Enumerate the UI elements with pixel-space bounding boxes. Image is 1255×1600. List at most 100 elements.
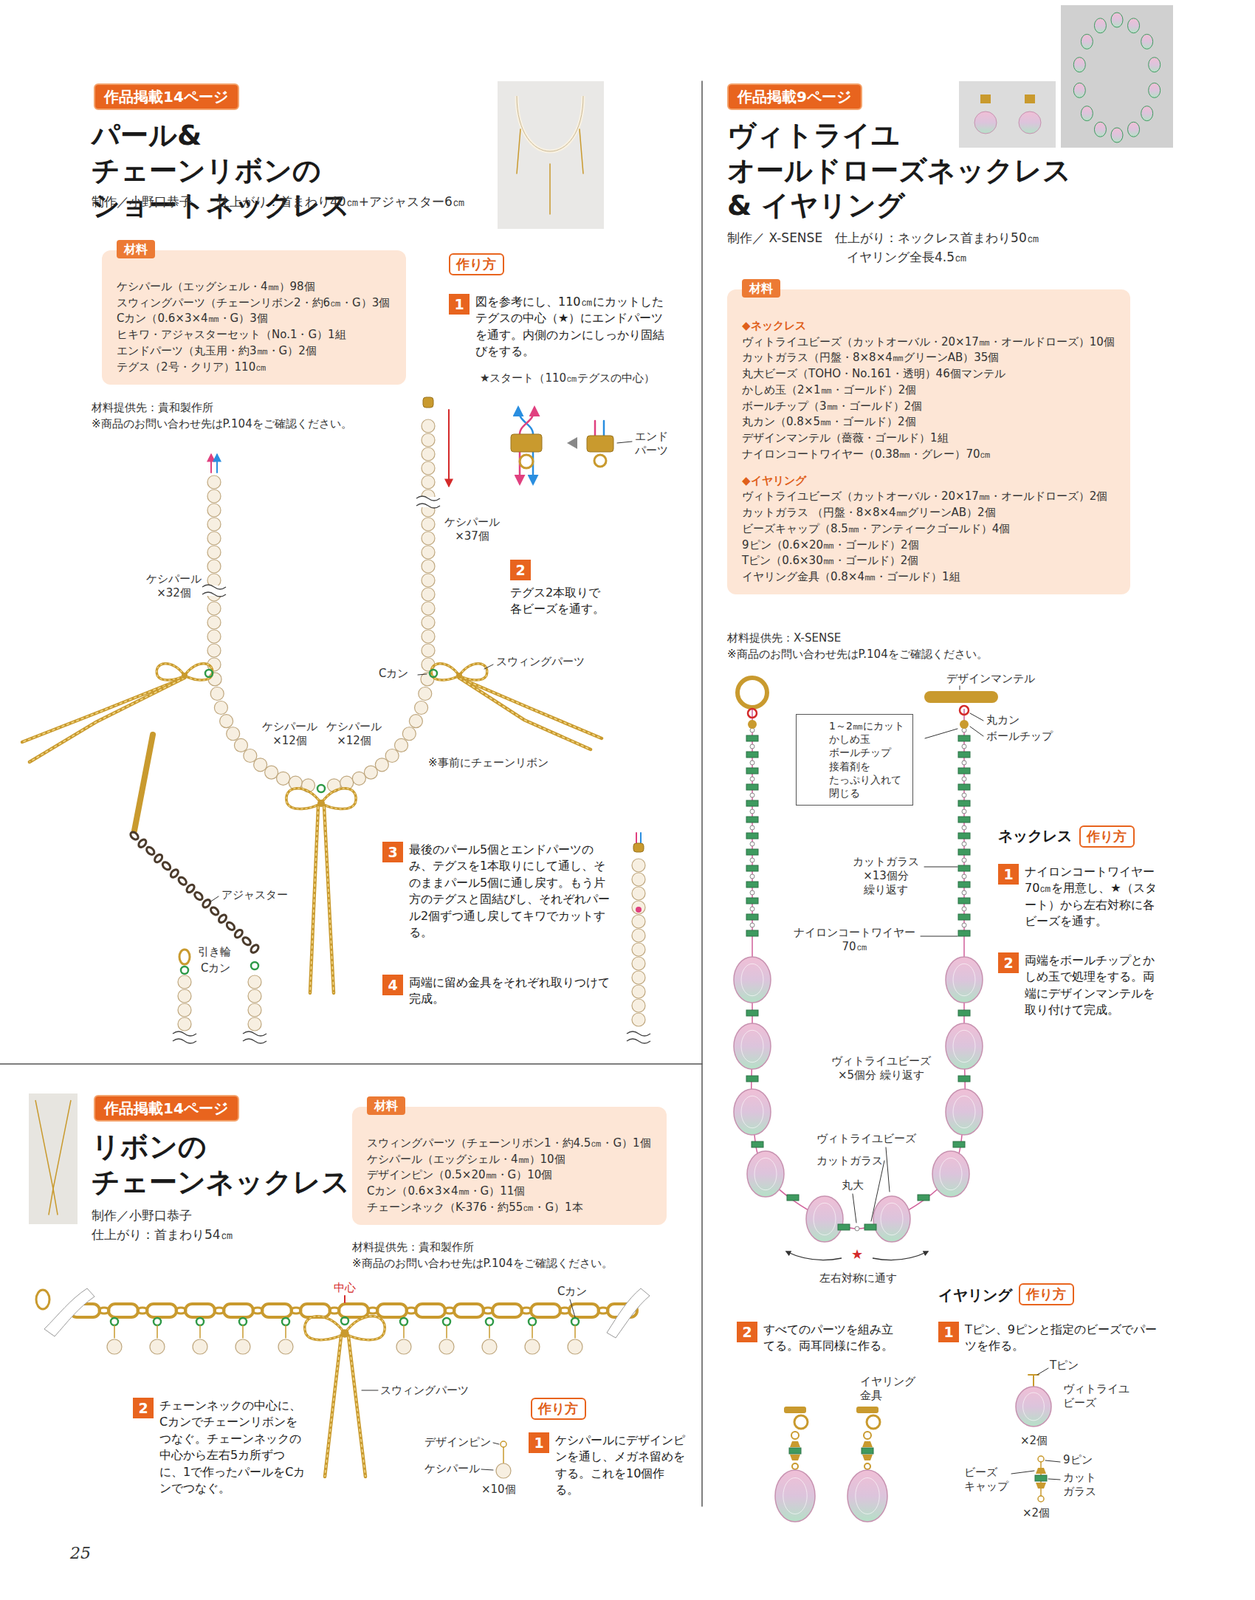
break-mark xyxy=(172,1038,197,1044)
adjuster-link xyxy=(193,891,204,902)
bead-facet xyxy=(953,1029,976,1062)
label: イヤリング xyxy=(938,1286,1013,1305)
pearl xyxy=(418,686,432,700)
seed-bead xyxy=(750,906,755,911)
thread xyxy=(594,420,597,436)
pearl xyxy=(482,1339,497,1354)
center-mark xyxy=(344,1295,346,1303)
step: 2すべてのパーツを組み立てる。両耳同様に作る。 xyxy=(736,1321,899,1355)
step-text: 両端をボールチップとかしめ玉で処理をする。両端にデザインマンテルを取り付けて完成… xyxy=(1024,952,1165,1019)
label: ★スタート（110㎝テグスの中心） xyxy=(479,371,655,386)
pearl xyxy=(207,629,221,644)
cut-glass xyxy=(746,816,759,823)
seed-bead xyxy=(961,744,967,749)
thread xyxy=(603,420,606,436)
materials-box: 材料スウィングパーツ（チェーンリボン1・約4.5㎝・G）1個ケシパール（エッグシ… xyxy=(352,1106,667,1225)
design-mantel xyxy=(924,690,999,703)
pearl xyxy=(421,419,435,433)
material-item: エンドパーツ（丸玉用・約3㎜・G）2個 xyxy=(116,343,392,360)
label: 中心 xyxy=(333,1280,356,1295)
seed-bead xyxy=(961,792,967,798)
pearl xyxy=(631,858,646,872)
material-item: ヒキワ・アジャスターセット（No.1・G）1組 xyxy=(116,327,392,344)
detail-text: かしめ玉 xyxy=(829,732,906,746)
break-gap xyxy=(173,1032,196,1043)
pearl xyxy=(278,1339,294,1354)
pearl xyxy=(207,601,221,615)
seed-bead xyxy=(961,857,967,863)
pearl xyxy=(234,738,248,752)
thread xyxy=(640,832,642,844)
ribbon-knot xyxy=(317,799,325,807)
label: ケシパール ×12個 xyxy=(262,719,318,748)
detail-text: 接着剤を たっぷり入れて 閉じる xyxy=(829,759,902,801)
jump-ring xyxy=(791,1431,799,1439)
cut-glass xyxy=(746,751,759,758)
jump-ring xyxy=(317,784,325,793)
seed-bead xyxy=(750,825,755,830)
jump-ring xyxy=(571,1317,579,1326)
step: 1図を参考にし、110㎝にカットしたテグスの中心（★）にエンドパーツを通す。内側… xyxy=(448,293,675,361)
break-mark xyxy=(416,496,440,501)
step: 2両端をボールチップとかしめ玉で処理をする。両端にデザインマンテルを取り付けて完… xyxy=(998,952,1166,1019)
cut-glass xyxy=(958,816,971,823)
leader-line xyxy=(924,866,958,868)
label: ※商品のお問い合わせ先はP.104をご確認ください。 xyxy=(352,1256,613,1271)
pearl xyxy=(177,989,192,1003)
step-text: テグス2本取りで各ビーズを通す。 xyxy=(510,584,608,618)
pin xyxy=(403,1325,405,1338)
photo-bead xyxy=(1128,121,1140,137)
label: ボールチップ xyxy=(986,729,1053,744)
seed-bead xyxy=(961,906,967,911)
label: ※商品のお問い合わせ先はP.104をご確認ください。 xyxy=(91,417,353,432)
chain-link xyxy=(492,1303,522,1318)
page-tag: 作品掲載14ページ xyxy=(93,1094,240,1122)
pin xyxy=(284,1325,287,1338)
leader-line xyxy=(617,441,632,443)
pin xyxy=(242,1325,244,1338)
step-text: Tピン、9ピンと指定のビーズでパーツを作る。 xyxy=(964,1321,1161,1355)
jump-ring xyxy=(442,1317,451,1326)
ribbon-loop-links xyxy=(286,788,322,810)
lobster-clasp xyxy=(36,1289,50,1309)
label: ×10個 xyxy=(481,1482,517,1497)
seed-bead xyxy=(750,792,755,798)
pin xyxy=(574,1325,576,1338)
label: 制作／小野口恭子 xyxy=(91,1207,192,1224)
photo xyxy=(497,81,604,229)
material-item: テグス（2号・クリア）110㎝ xyxy=(116,359,392,376)
pearl xyxy=(631,956,646,971)
label: 引き輪 xyxy=(197,944,232,959)
break-mark xyxy=(202,584,226,590)
symmetry-arrow xyxy=(786,1251,842,1261)
bead-facet xyxy=(741,963,764,996)
earring-clip xyxy=(856,1406,879,1413)
step-number: 2 xyxy=(998,952,1019,973)
leader-line xyxy=(569,1299,576,1318)
pin xyxy=(488,1325,491,1338)
pearl xyxy=(421,573,435,587)
leader-line xyxy=(970,726,984,737)
photo-bead xyxy=(974,111,997,134)
cut-glass xyxy=(958,735,971,742)
pearl xyxy=(207,489,221,503)
material-item: Cカン（0.6×3×4㎜・G）3個 xyxy=(116,310,392,328)
photo-necklace xyxy=(35,1099,71,1189)
step: 4両端に留め金具をそれぞれ取りつけて完成。 xyxy=(382,974,613,1008)
label: ヴィトライユビーズ xyxy=(816,1131,917,1146)
step-number: 1 xyxy=(998,863,1019,885)
material-item: ボールチップ（3㎜・ゴールド）2個 xyxy=(741,398,1116,415)
pearl xyxy=(207,545,221,559)
materials-box: 材料ケシパール（エッグシェル・4㎜）98個スウィングパーツ（チェーンリボン2・約… xyxy=(101,250,407,385)
adjuster-link xyxy=(137,837,148,849)
break-mark xyxy=(202,592,226,597)
pearl xyxy=(631,984,646,999)
seed-bead xyxy=(750,776,755,782)
leader-line xyxy=(885,1147,890,1192)
step-number: 1 xyxy=(448,293,470,315)
chain xyxy=(324,806,334,993)
seed-bead xyxy=(750,922,755,928)
jump-ring xyxy=(282,1317,290,1326)
chain xyxy=(348,1336,366,1477)
vitrail-bead xyxy=(733,1088,771,1135)
